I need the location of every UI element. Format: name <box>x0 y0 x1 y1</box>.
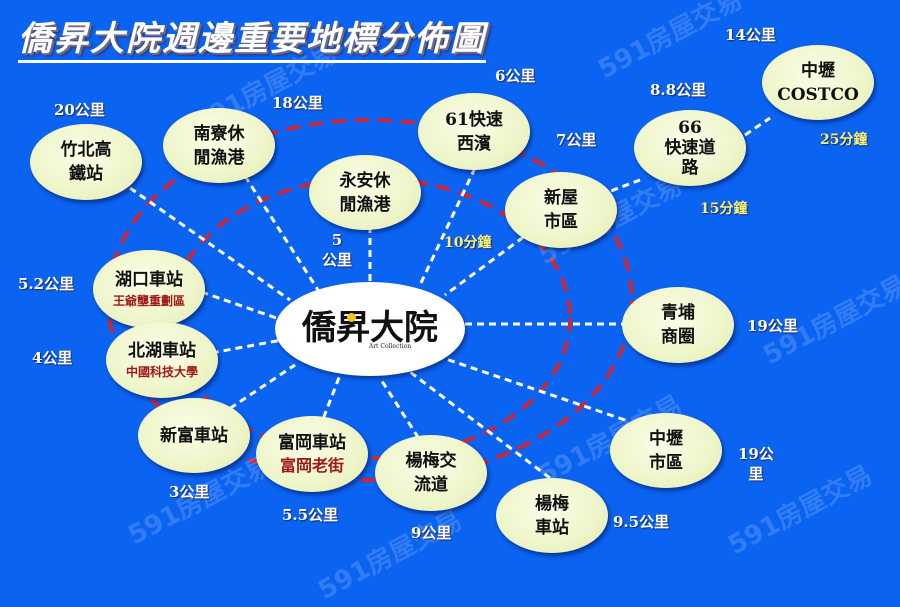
distance-zhongli-city: 19公里 <box>738 445 774 483</box>
time-expressway-66: 15分鐘 <box>700 201 748 217</box>
logo-sun-dot <box>347 312 356 322</box>
distance-beihu-station: 4公里 <box>32 349 73 367</box>
landmark-map-diagram: 591房屋交易 591房屋交易 591房屋交易 591房屋交易 591房屋交易 … <box>18 0 900 606</box>
distance-yangmei-station: 9.5公里 <box>613 513 670 531</box>
node-beihu-station: 北湖車站中國科技大學 <box>106 322 218 398</box>
node-yangmei-interchange: 楊梅交流道 <box>375 435 487 511</box>
distance-fugang-station: 5.5公里 <box>282 506 339 524</box>
node-zhongli-city: 中壢市區 <box>610 413 722 488</box>
distance-expressway-61: 6公里 <box>495 67 536 85</box>
distance-zhubei-hsr: 20公里 <box>54 101 105 119</box>
node-xinfu-station: 新富車站 <box>138 398 250 473</box>
node-sub-label: 中國科技大學 <box>125 365 198 379</box>
distance-hukou-station: 5.2公里 <box>18 275 75 293</box>
node-fugang-station: 富岡車站富岡老街 <box>256 416 368 492</box>
time-xinwu-city: 10分鐘 <box>444 235 492 251</box>
distance-expressway-66: 8.8公里 <box>650 81 707 99</box>
center-logo-node: 僑昇大院 Art Collection <box>275 282 465 376</box>
distance-qingpu-district: 19公里 <box>747 317 798 335</box>
distance-zhongli-costco: 14公里 <box>725 26 776 44</box>
node-xinwu-city: 新屋市區 <box>505 172 617 248</box>
node-expressway-61: 61快速西濱 <box>418 93 530 170</box>
distance-xinfu-station: 3公里 <box>169 483 210 501</box>
distance-nanliao-harbor: 18公里 <box>272 94 323 112</box>
logo-text: 僑昇大院 <box>302 307 438 348</box>
node-hukou-station: 湖口車站王爺壟重劃區 <box>93 250 205 328</box>
distance-yangmei-interchange: 9公里 <box>411 524 452 542</box>
logo-subtitle: Art Collection <box>368 342 412 350</box>
page-title: 僑昇大院週邊重要地標分佈圖 <box>18 20 486 63</box>
node-zhubei-hsr: 竹北高鐵站 <box>30 124 142 200</box>
time-zhongli-costco: 25分鐘 <box>820 132 868 148</box>
distance-xinwu-city: 7公里 <box>556 131 597 149</box>
node-yongan-harbor: 永安休閒漁港 <box>309 155 421 230</box>
node-qingpu-district: 青埔商圈 <box>622 287 734 363</box>
node-sub-label: 富岡老街 <box>279 456 344 475</box>
node-nanliao-harbor: 南寮休閒漁港 <box>163 108 275 183</box>
node-yangmei-station: 楊梅車站 <box>496 478 608 553</box>
node-sub-label: 王爺壟重劃區 <box>112 294 185 308</box>
